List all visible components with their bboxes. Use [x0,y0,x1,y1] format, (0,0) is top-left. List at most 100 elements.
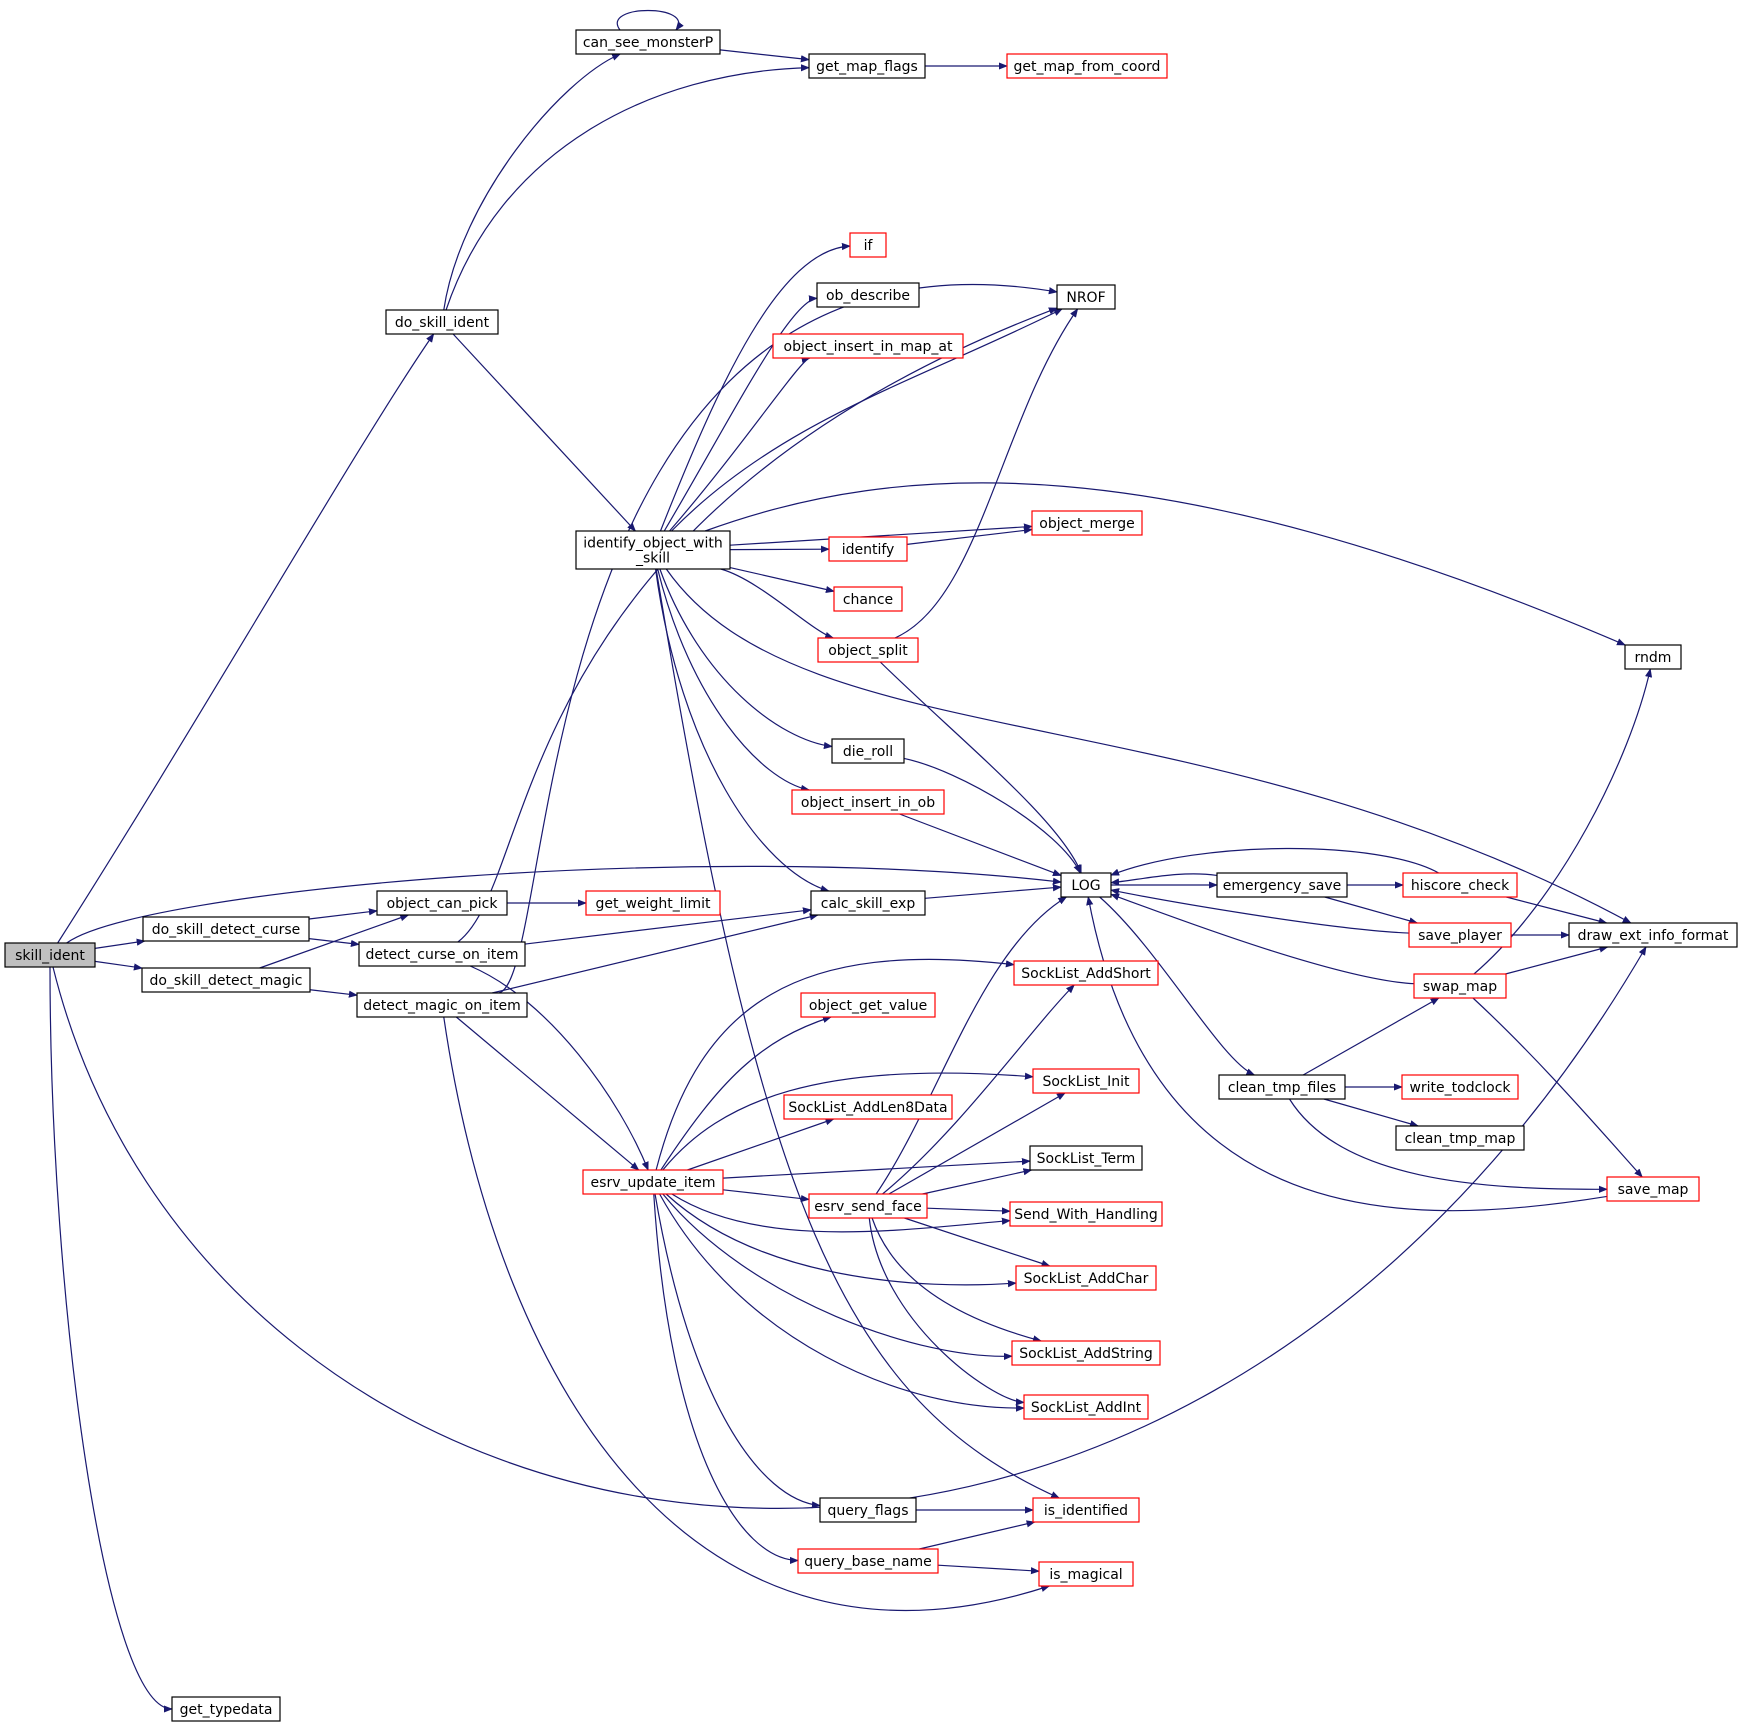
node-object-insert-in-ob[interactable]: object_insert_in_ob [791,789,945,815]
node-box [1056,284,1116,310]
node-box [833,586,903,612]
node-box [1401,1074,1519,1100]
edge-do_skill_detect_magic-to-detect_magic_on_item [309,989,358,998]
node-SockList-Term[interactable]: SockList_Term [1029,1145,1143,1171]
edge-query_base_name-to-is_identified [919,1520,1036,1550]
node-label: object_merge [1039,516,1134,532]
edge-arrow [653,1193,799,1564]
node-calc-skill-exp[interactable]: calc_skill_exp [810,890,926,916]
edge-esrv_send_face-to-Send_With_Handling [926,1207,1011,1215]
edge-esrv_update_item-to-SockList_AddString [662,1193,1013,1361]
node-esrv-send-face[interactable]: esrv_send_face [808,1193,928,1219]
edge-esrv_send_face-to-SockList_AddShort [882,984,1075,1195]
node-label-line: do_skill_detect_magic [149,973,302,989]
node-label-line: is_identified [1044,1503,1128,1519]
node-object-insert-in-map-at[interactable]: object_insert_in_map_at [772,333,964,359]
node-box [1023,1394,1149,1420]
node-save-player[interactable]: save_player [1408,922,1512,948]
node-skill-ident[interactable]: skill_ident [4,942,96,968]
node-label-line: SockList_AddInt [1031,1400,1142,1416]
edge-esrv_update_item-to-SockList_AddChar [665,1193,1017,1288]
edge-arrow [1099,896,1256,1076]
edge-arrow [662,1193,1013,1361]
edge-esrv_update_item-to-SockList_AddInt [659,1193,1025,1412]
edge-swap_map-to-LOG [1110,893,1415,985]
node-label-line: hiscore_check [1411,878,1510,894]
node-swap-map[interactable]: swap_map [1413,973,1507,999]
edge-arrow [868,1217,1025,1406]
edge-arrow [455,1016,640,1171]
node-label: skill_ident [15,948,85,964]
edge-detect_magic_on_item-to-is_magical [443,1016,1051,1612]
edge-arrow [924,884,1062,899]
node-NROF[interactable]: NROF [1056,284,1116,310]
node-object-get-value[interactable]: object_get_value [800,992,936,1018]
node-do-skill-detect-magic[interactable]: do_skill_detect_magic [141,967,311,993]
node-if[interactable]: if [849,232,887,258]
node-SockList-AddLen8Data[interactable]: SockList_AddLen8Data [783,1094,953,1120]
edge-arrow [665,568,1632,924]
node-label-line: do_skill_ident [395,315,490,331]
node-SockList-AddInt[interactable]: SockList_AddInt [1023,1394,1149,1420]
edge-query_base_name-to-is_magical [937,1564,1040,1575]
node-emergency-save[interactable]: emergency_save [1216,872,1348,898]
edge-arrow [906,526,1033,545]
node-label-line: identify [842,542,895,558]
node-can-see-monsterP[interactable]: can_see_monsterP [575,29,721,55]
node-object-can-pick[interactable]: object_can_pick [376,890,508,916]
node-clean-tmp-map[interactable]: clean_tmp_map [1395,1125,1525,1151]
node-SockList-AddString[interactable]: SockList_AddString [1011,1340,1161,1366]
node-save-map[interactable]: save_map [1606,1176,1700,1202]
node-ob-describe[interactable]: ob_describe [816,282,920,308]
edge-arrow [659,242,851,532]
node-identify[interactable]: identify [828,536,908,562]
node-esrv-update-item[interactable]: esrv_update_item [582,1169,724,1195]
edge-arrow [722,1189,810,1203]
node-get-map-flags[interactable]: get_map_flags [808,53,926,79]
node-get-weight-limit[interactable]: get_weight_limit [585,890,721,916]
node-is-identified[interactable]: is_identified [1032,1497,1140,1523]
node-SockList-AddChar[interactable]: SockList_AddChar [1015,1265,1157,1291]
edge-esrv_update_item-to-SockList_Init [662,1072,1034,1171]
node-get-typedata[interactable]: get_typedata [171,1696,281,1722]
node-query-flags[interactable]: query_flags [819,1497,917,1523]
edge-skill_ident-to-do_skill_detect_curse [94,938,146,949]
node-box [141,967,311,993]
edge-arrow [259,914,410,969]
node-SockList-Init[interactable]: SockList_Init [1032,1068,1140,1094]
edge-clean_tmp_files-to-save_map [1288,1098,1608,1193]
node-write-todclock[interactable]: write_todclock [1401,1074,1519,1100]
node-LOG[interactable]: LOG [1060,872,1112,898]
edge-save_map-to-LOG [1086,896,1608,1212]
node-is-magical[interactable]: is_magical [1038,1561,1134,1587]
node-do-skill-detect-curse[interactable]: do_skill_detect_curse [142,916,310,942]
edge-do_skill_detect_curse-to-object_can_pick [308,908,378,920]
node-chance[interactable]: chance [833,586,903,612]
node-object-split[interactable]: object_split [817,637,919,663]
edge-arrow [671,308,1063,532]
node-get-map-from-coord[interactable]: get_map_from_coord [1006,53,1168,79]
node-box [808,53,926,79]
node-draw-ext-info-format[interactable]: draw_ext_info_format [1568,922,1738,948]
node-label: object_insert_in_ob [801,795,935,811]
node-label: Send_With_Handling [1014,1207,1157,1223]
node-box [849,232,887,258]
node-label: object_split [828,643,908,659]
node-do-skill-ident[interactable]: do_skill_ident [385,309,499,335]
node-die-roll[interactable]: die_roll [831,738,905,764]
node-label-line: object_insert_in_ob [801,795,935,811]
node-query-base-name[interactable]: query_base_name [797,1548,939,1574]
node-detect-magic-on-item[interactable]: detect_magic_on_item [356,992,528,1018]
node-detect-curse-on-item[interactable]: detect_curse_on_item [358,941,526,967]
node-rndm[interactable]: rndm [1624,644,1682,670]
node-identify-object-with-skill[interactable]: identify_object_with_skill [575,530,731,570]
node-hiscore-check[interactable]: hiscore_check [1402,872,1518,898]
node-label: SockList_AddInt [1031,1400,1142,1416]
edge-do_skill_ident-to-get_map_flags [445,64,810,311]
node-label-line: SockList_AddShort [1021,966,1151,982]
node-clean-tmp-files[interactable]: clean_tmp_files [1218,1074,1346,1100]
node-Send-With-Handling[interactable]: Send_With_Handling [1009,1201,1163,1227]
node-box [582,1169,724,1195]
node-object-merge[interactable]: object_merge [1031,510,1143,536]
node-SockList-AddShort[interactable]: SockList_AddShort [1013,960,1159,986]
